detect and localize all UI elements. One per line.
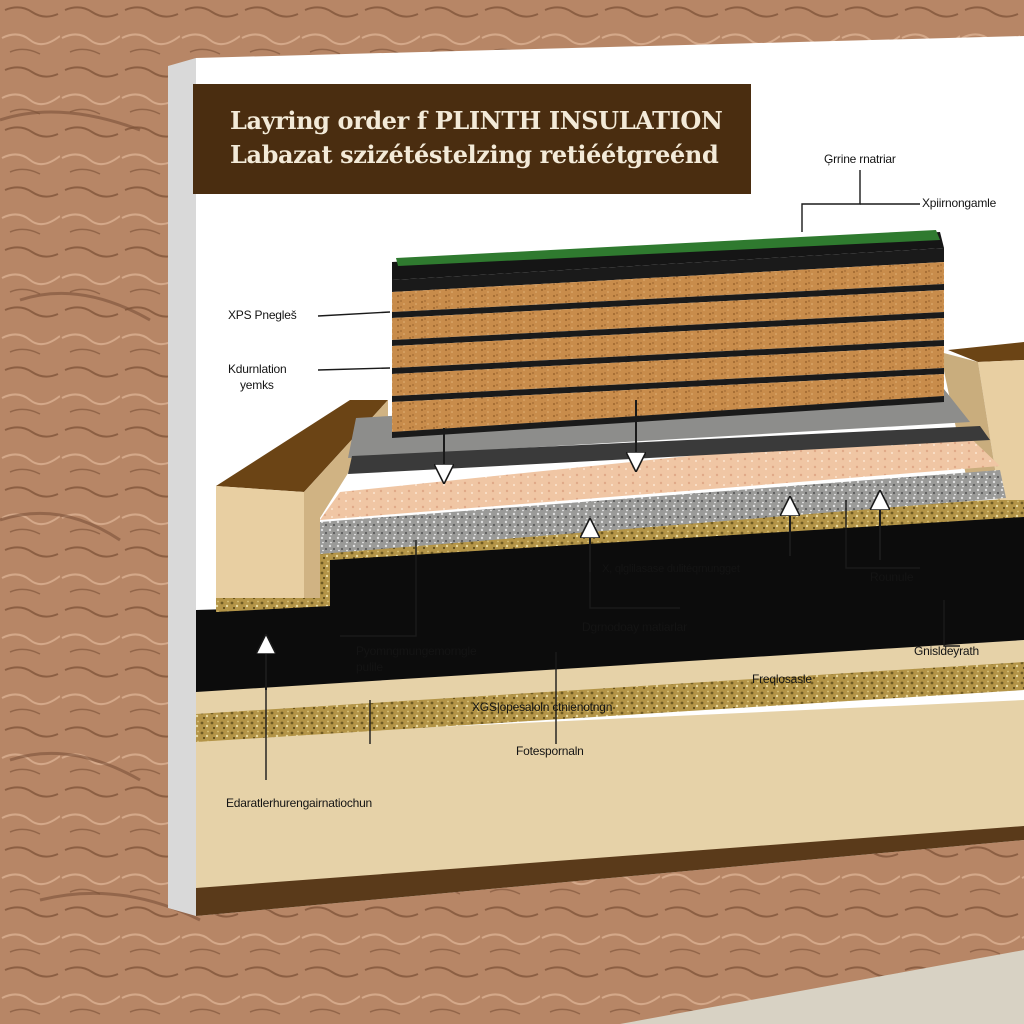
stack-grass [396, 230, 940, 266]
leader-left-1 [317, 311, 391, 317]
title-line-2: Labazat szizétéstelzing retiéétgreénd [230, 140, 719, 169]
grey-gravel-bed [320, 470, 1006, 554]
left-plinth-front [216, 486, 304, 598]
leader-left-2 [317, 367, 391, 371]
leader-top-right-1 [801, 170, 861, 232]
soil-crack [0, 110, 201, 922]
label-bottom-right-2: Gnisldeyrath [914, 644, 979, 658]
title-line-1: Layring order f PLINTH INSULATION [230, 106, 723, 135]
label-bottom-mid-2: Fotespornaln [516, 744, 584, 758]
gravel-strip-upper [216, 498, 1024, 612]
board-edge [168, 58, 196, 916]
right-plinth-side [978, 360, 1024, 500]
label-mid-1: X, qlglilasase dulitéqrnungget [602, 563, 740, 575]
black-sublayer [348, 426, 990, 474]
label-left-2-line2: yemks [240, 378, 274, 392]
leader-right-2 [943, 600, 960, 647]
gravel-strip-lower [196, 660, 1024, 742]
label-top-right-1: Ģrrine rnatriar [824, 152, 896, 166]
label-top-right-2: Xpiirnongamle [922, 196, 997, 210]
left-plinth-top [216, 400, 388, 492]
title-banner: Layring order f PLINTH INSULATION Labaza… [193, 84, 751, 194]
stack-boards [392, 248, 944, 438]
board-bottom-edge [196, 826, 1024, 916]
label-left-1: XPS Pnegleš [228, 308, 297, 322]
label-bottom-mid: XGS|opesaloln ctnienotngn [472, 700, 613, 714]
label-right-1: Rounule [870, 570, 914, 584]
leader-lines [265, 170, 960, 780]
label-mid-2: Dgrnodoay matiarlar [582, 620, 687, 634]
leader-right-1 [845, 500, 920, 569]
leader-bottom-left [340, 540, 417, 637]
right-plinth-top [948, 342, 1024, 362]
floor [620, 950, 1024, 1024]
sand-middle [196, 640, 1024, 714]
label-bottom-left-line1: Pyomngmungemorngle [356, 644, 477, 658]
label-bottom-right-1: Freqlosasle [752, 672, 812, 686]
pink-insulation-layer [320, 428, 1000, 520]
label-bottom-far-left: Edaratlerhurengairnatiochun [226, 796, 373, 810]
label-bottom-left-line2: pulile [356, 660, 383, 674]
label-left-2-line1: Kdurnlation [228, 362, 287, 376]
arrows [266, 400, 880, 690]
